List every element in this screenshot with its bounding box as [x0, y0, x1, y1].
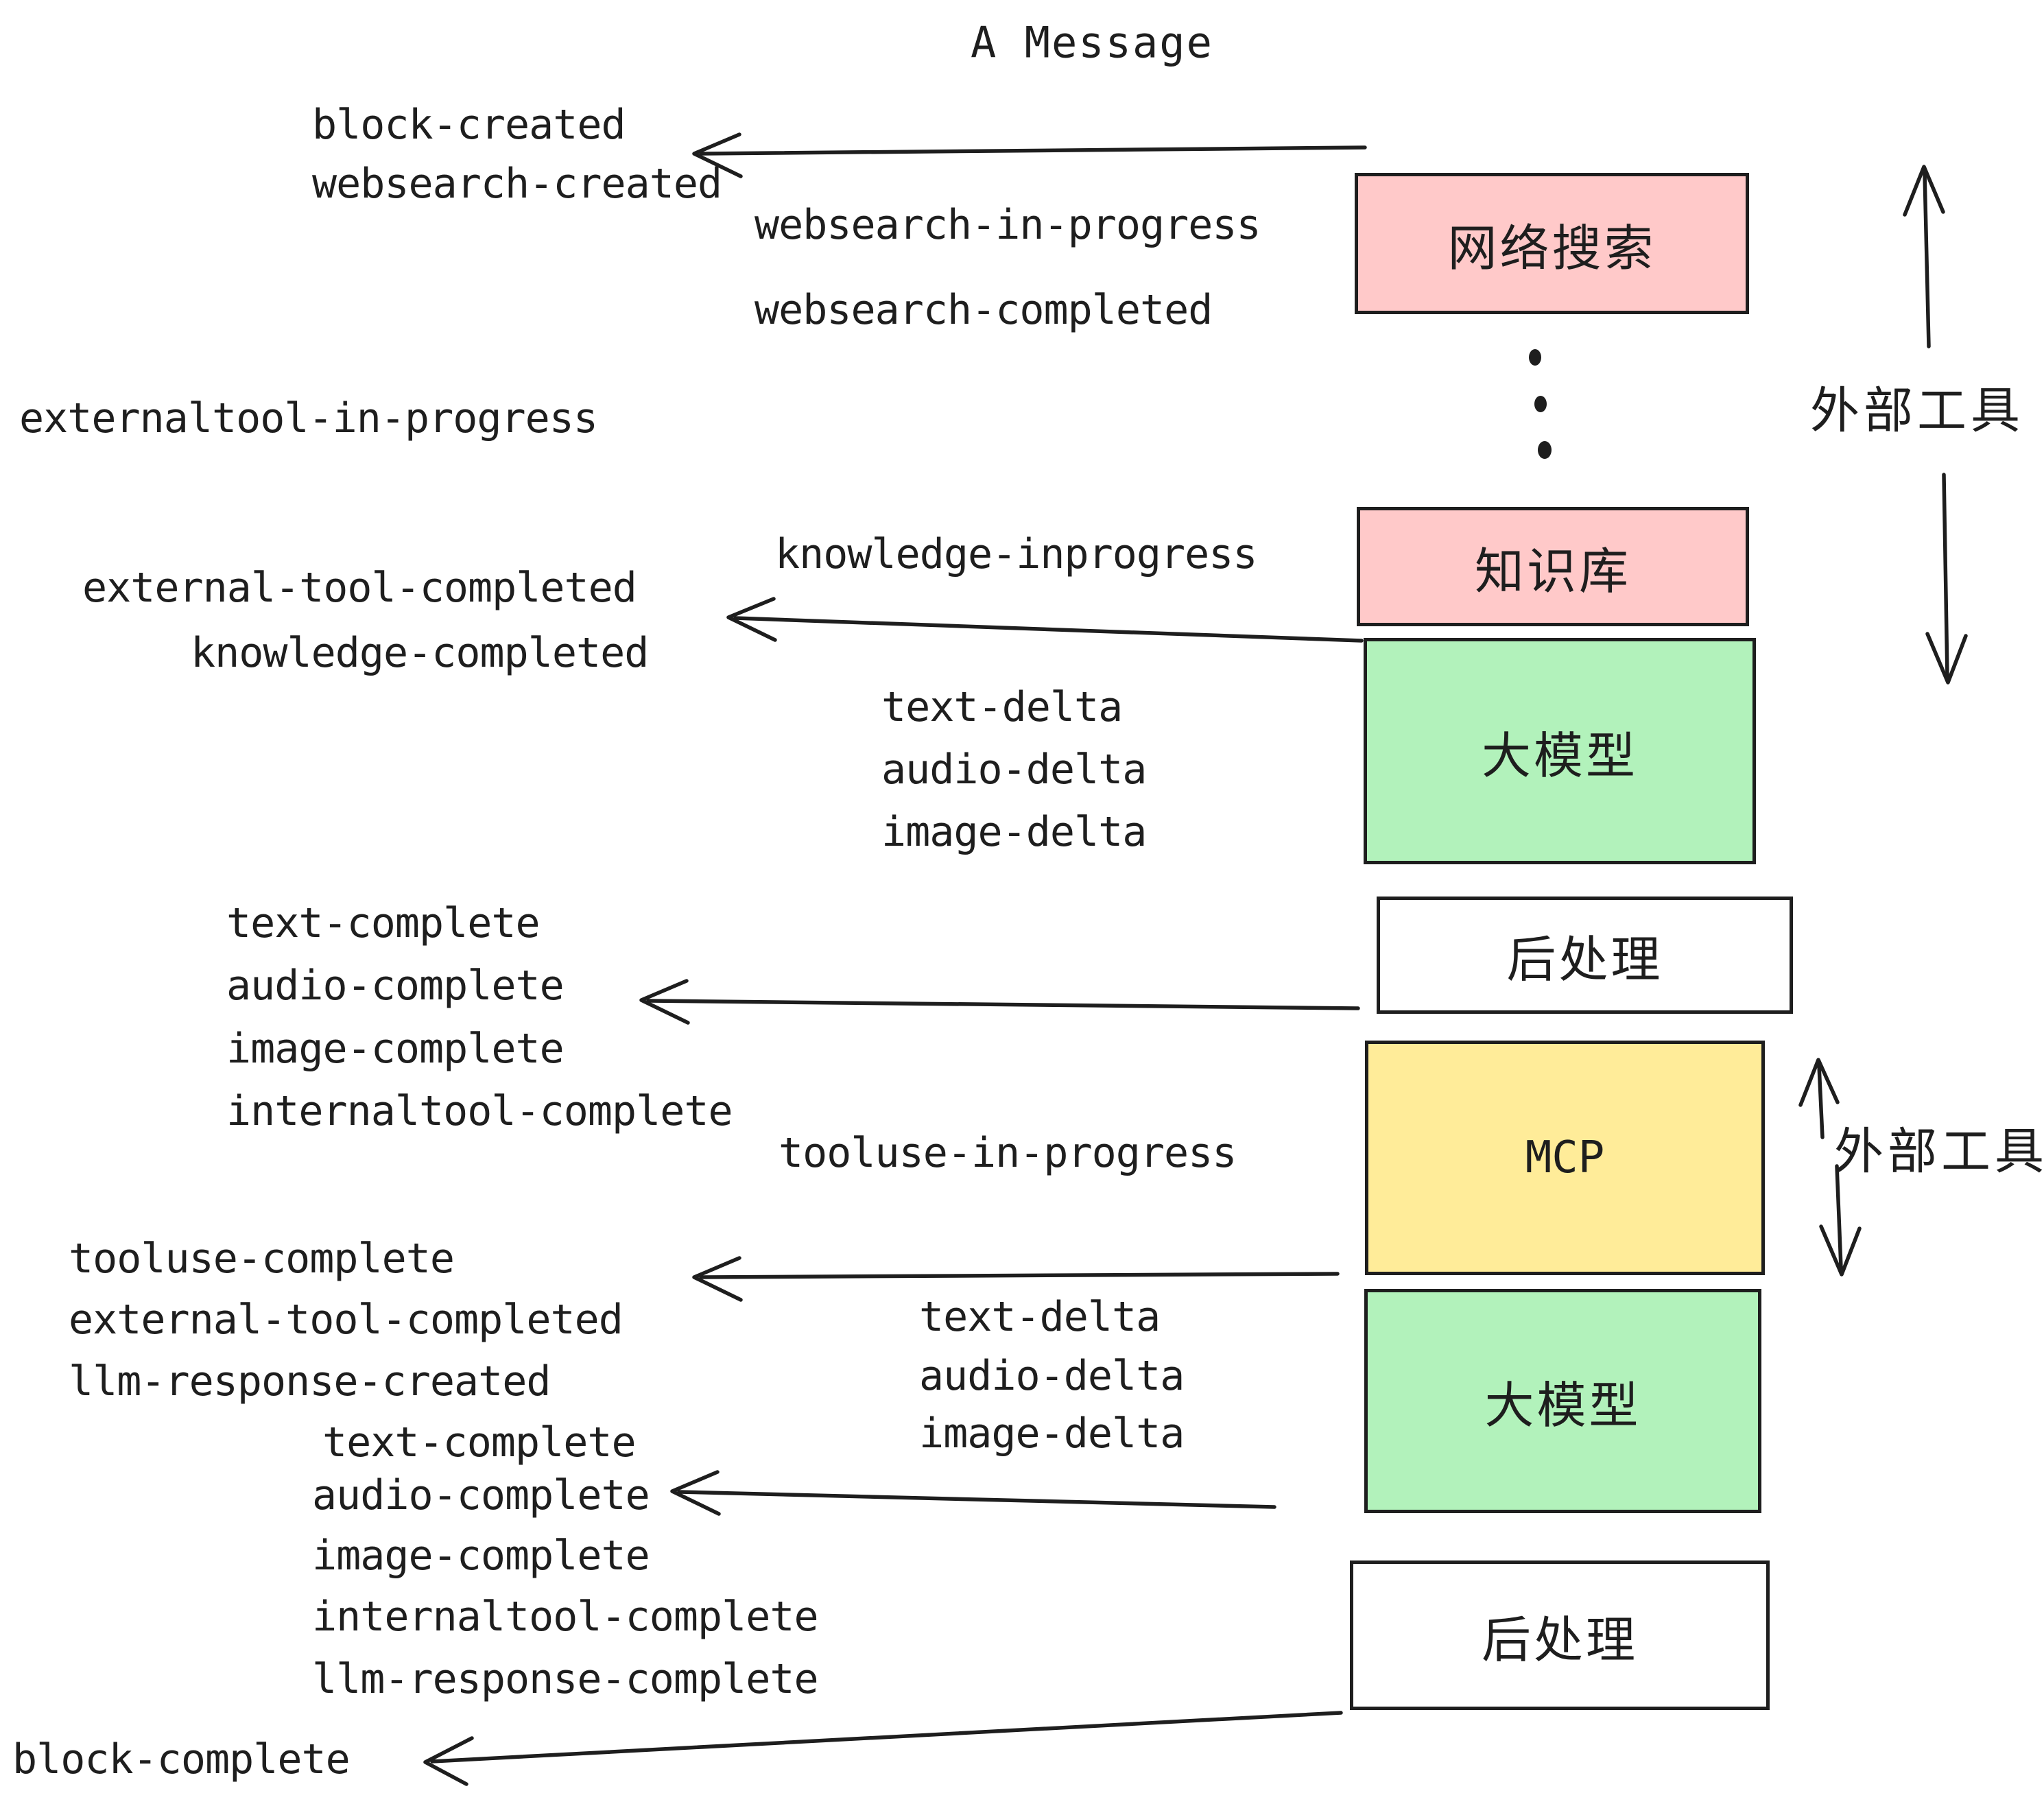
arrow-to-knowledge-completed	[726, 597, 1364, 643]
box-post-process-1-label: 后处理	[1506, 933, 1663, 988]
external-tools-down-arrow-1	[1925, 473, 1968, 685]
event-label-audio-delta-1: audio-delta	[881, 746, 1147, 794]
arrow-to-block-complete	[423, 1711, 1343, 1786]
event-label-text-complete-2: text-complete	[322, 1419, 637, 1467]
event-label-text-delta-1: text-delta	[881, 683, 1123, 731]
event-label-llm-response-complete: llm-response-complete	[312, 1655, 819, 1703]
event-label-external-tool-completed-2: external-tool-completed	[69, 1296, 623, 1344]
event-label-audio-delta-2: audio-delta	[919, 1352, 1185, 1400]
box-mcp-label: MCP	[1525, 1132, 1605, 1183]
box-llm-2-label: 大模型	[1484, 1379, 1641, 1434]
event-label-externaltool-in-progress: externaltool-in-progress	[19, 394, 598, 442]
box-web-search-label: 网络搜索	[1447, 221, 1656, 276]
box-post-process-1: 后处理	[1377, 897, 1793, 1014]
arrow-to-image-complete	[639, 979, 1360, 1025]
event-label-audio-complete-1: audio-complete	[226, 962, 565, 1010]
event-label-knowledge-completed: knowledge-completed	[191, 629, 649, 677]
external-tools-label-2: 外部工具	[1833, 1124, 2044, 1180]
box-knowledge-base-label: 知识库	[1474, 544, 1631, 600]
event-label-llm-response-created: llm-response-created	[69, 1357, 551, 1405]
box-mcp: MCP	[1365, 1041, 1765, 1275]
event-label-internaltool-complete-2: internaltool-complete	[312, 1593, 819, 1641]
event-label-text-complete-1: text-complete	[226, 899, 540, 947]
event-label-websearch-in-progress: websearch-in-progress	[754, 201, 1261, 249]
box-llm-1: 大模型	[1364, 638, 1756, 864]
external-tools-label-1: 外部工具	[1809, 383, 2025, 439]
event-label-websearch-created: websearch-created	[312, 160, 722, 208]
event-label-image-complete-1: image-complete	[226, 1025, 565, 1073]
box-web-search: 网络搜索	[1355, 173, 1749, 314]
box-llm-1-label: 大模型	[1481, 728, 1638, 784]
event-label-image-complete-2: image-complete	[312, 1532, 650, 1580]
event-label-image-delta-1: image-delta	[881, 808, 1147, 856]
external-tools-up-arrow-1	[1903, 165, 1945, 348]
arrow-to-block-created	[692, 132, 1367, 178]
arrow-to-audio-complete	[670, 1470, 1276, 1516]
event-label-tooluse-complete: tooluse-complete	[69, 1235, 455, 1283]
event-label-text-delta-2: text-delta	[919, 1293, 1161, 1341]
event-label-external-tool-completed: external-tool-completed	[82, 564, 637, 612]
event-label-block-complete: block-complete	[12, 1735, 350, 1783]
event-label-websearch-completed: websearch-completed	[754, 286, 1213, 334]
vertical-ellipsis-icon	[1529, 349, 1552, 459]
event-label-block-created: block-created	[312, 101, 626, 149]
box-post-process-2-label: 后处理	[1481, 1613, 1638, 1668]
box-llm-2: 大模型	[1364, 1289, 1761, 1513]
event-label-internaltool-complete-1: internaltool-complete	[226, 1087, 733, 1135]
event-label-tooluse-in-progress: tooluse-in-progress	[779, 1129, 1237, 1177]
page-title: A Message	[971, 17, 1213, 68]
event-label-knowledge-inprogress: knowledge-inprogress	[775, 530, 1257, 578]
event-label-audio-complete-2: audio-complete	[312, 1471, 650, 1519]
box-post-process-2: 后处理	[1350, 1560, 1770, 1710]
external-tools-up-arrow-2	[1798, 1058, 1840, 1139]
box-knowledge-base: 知识库	[1357, 507, 1749, 626]
event-label-image-delta-2: image-delta	[919, 1410, 1185, 1458]
